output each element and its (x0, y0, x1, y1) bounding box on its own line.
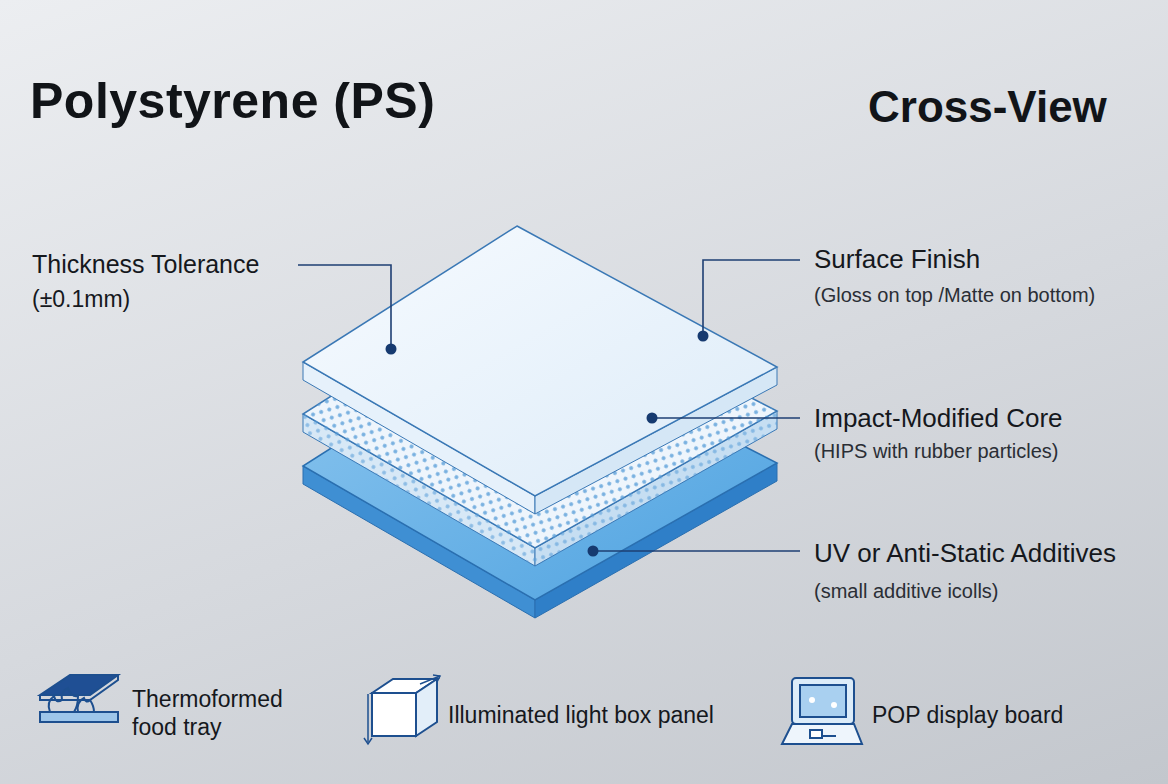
callout-title: Thickness Tolerance (32, 250, 259, 279)
pop-display-icon (782, 678, 862, 744)
callout-detail: (HIPS with rubber particles) (814, 440, 1059, 463)
top-layer (303, 226, 777, 514)
application-label: Thermoformed food tray (132, 686, 307, 741)
callout-title: UV or Anti-Static Additives (814, 538, 1116, 569)
application-label: Illuminated light box panel (448, 702, 714, 729)
leader-lines (298, 260, 800, 551)
light-box-icon (364, 675, 440, 744)
application-label: POP display board (872, 702, 1063, 729)
food-tray-icon (40, 675, 118, 722)
callout-detail: (small additive icolls) (814, 580, 999, 603)
callout-detail: (Gloss on top /Matte on bottom) (814, 284, 1095, 307)
view-heading: Cross-View (868, 82, 1107, 132)
diagram-title: Polystyrene (PS) (30, 72, 435, 130)
callout-title: Surface Finish (814, 244, 980, 275)
callout-title: Impact-Modified Core (814, 403, 1063, 434)
callout-detail: (±0.1mm) (32, 286, 130, 313)
leader-dots (386, 331, 709, 557)
